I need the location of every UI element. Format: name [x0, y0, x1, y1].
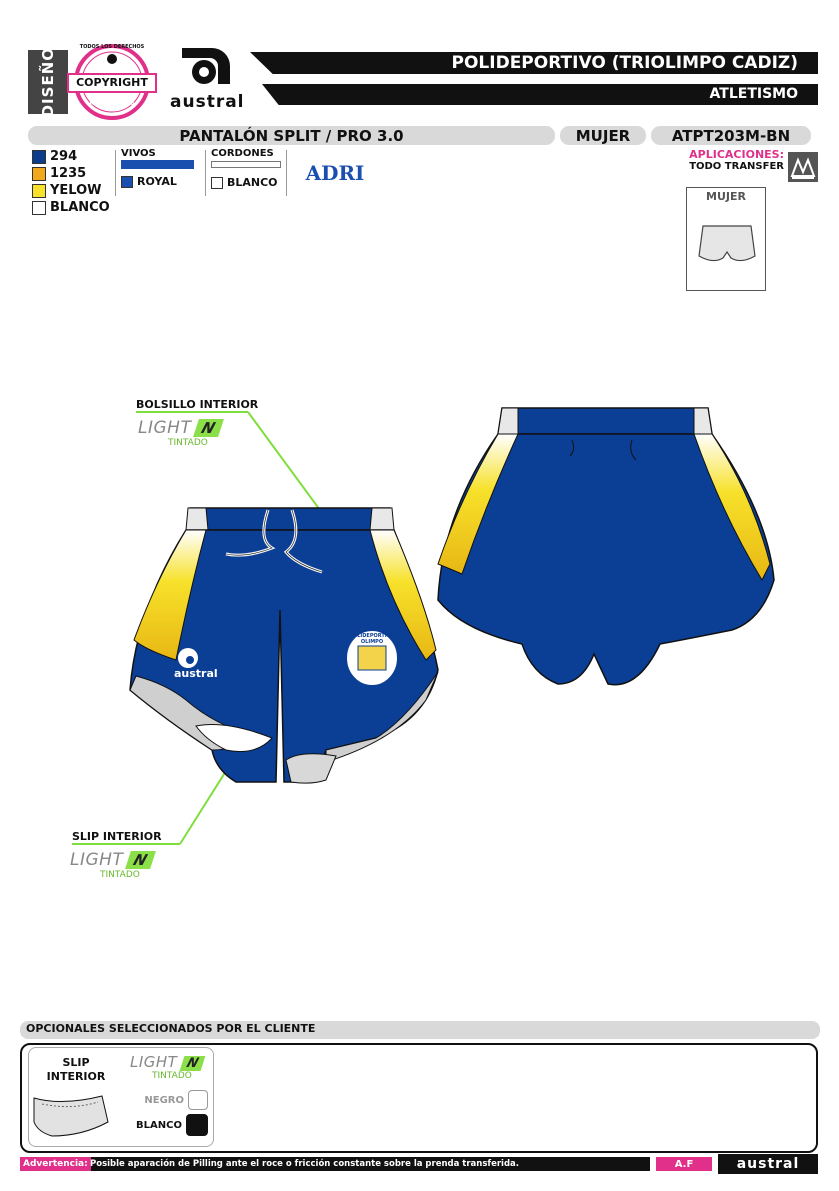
austral-mark-icon [182, 48, 230, 84]
opcionales-title: OPCIONALES SELECCIONADOS POR EL CLIENTE [26, 1022, 316, 1035]
vivos-block: VIVOS ROYAL [121, 148, 201, 190]
color-item: YELOW [32, 182, 116, 199]
bolsillo-underline [136, 411, 248, 413]
product-code: ATPT203M-BN [651, 126, 811, 145]
slip-fabric: LIGHT N TINTADO [70, 850, 180, 880]
option-blanco-checkbox[interactable] [186, 1114, 208, 1136]
divider [286, 150, 287, 196]
option-blanco[interactable]: BLANCO [134, 1114, 208, 1136]
footer-brand-bar: austral [718, 1154, 818, 1174]
aplicaciones-title: APLICACIONES: [689, 148, 784, 161]
initials-text: A.F [674, 1158, 694, 1170]
fabric-sub: TINTADO [100, 870, 140, 880]
color-item: 1235 [32, 165, 116, 182]
option-negro[interactable]: NEGRO [134, 1090, 208, 1110]
bolsillo-fabric: LIGHT N TINTADO [138, 418, 248, 448]
name-print: ADRI [296, 156, 374, 190]
opcionales-header [20, 1021, 820, 1039]
opcional-card [28, 1047, 214, 1147]
opcional-item-title: SLIP INTERIOR [46, 1056, 106, 1083]
transfer-icon [788, 152, 818, 182]
vivos-item: ROYAL [121, 173, 201, 190]
aplicaciones: APLICACIONES: TODO TRANSFER [660, 148, 784, 172]
copyright-bottom-text: RESERVADOS [89, 100, 135, 107]
cordones-item: BLANCO [211, 174, 283, 191]
diseno-tag: DISEÑO [28, 47, 68, 117]
slip-underline [72, 843, 180, 845]
slip-callout-title: SLIP INTERIOR [72, 830, 162, 843]
garment-logo: austral [174, 667, 218, 680]
product-gender: MUJER [560, 126, 646, 145]
cordones-swatch [211, 177, 223, 189]
footer-brand: austral [736, 1156, 800, 1172]
brand-logo: austral [170, 44, 245, 112]
option-negro-checkbox[interactable] [188, 1090, 208, 1110]
divider [205, 150, 206, 196]
color-list: 294 1235 YELOW BLANCO [32, 148, 116, 216]
aplicaciones-value: TODO TRANSFER [689, 161, 784, 172]
thumbnail: MUJER [686, 187, 766, 291]
vivos-title: VIVOS [121, 148, 156, 159]
sport-title: ATLETISMO [709, 86, 798, 102]
name-print-text: ADRI [305, 161, 365, 185]
cordones-bar [211, 161, 281, 168]
sport-bar [262, 84, 818, 105]
club-bar [250, 52, 818, 74]
divider [115, 150, 116, 196]
color-item: BLANCO [32, 199, 116, 216]
warning-text: Posible aparación de Pilling ante el roc… [90, 1159, 520, 1169]
slip-detail-icon [33, 1095, 109, 1137]
brand-wordmark: austral [170, 92, 245, 112]
fabric-light-text: LIGHT [70, 850, 124, 870]
option-negro-label: NEGRO [144, 1094, 184, 1106]
shorts-thumb-icon [698, 225, 756, 262]
color-swatch [32, 149, 46, 164]
cordones-block: CORDONES BLANCO [211, 148, 283, 191]
fabric-sub: TINTADO [168, 438, 208, 448]
shorts-front [129, 507, 439, 784]
initials-badge: A.F [656, 1157, 712, 1171]
bolsillo-callout-title: BOLSILLO INTERIOR [136, 398, 259, 411]
cordones-title: CORDONES [211, 148, 274, 159]
color-item: 294 [32, 148, 116, 165]
option-blanco-label: BLANCO [136, 1119, 182, 1131]
fabric-light-text: LIGHT [130, 1053, 178, 1071]
fabric-light-text: LIGHT [138, 418, 192, 438]
copyright-label: COPYRIGHT [76, 76, 148, 89]
shorts-back [437, 407, 775, 686]
fabric-sub: TINTADO [152, 1071, 192, 1081]
color-swatch [32, 166, 46, 181]
vivos-bar [121, 160, 194, 169]
thumbnail-label: MUJER [706, 190, 746, 203]
opcional-fabric: LIGHT N TINTADO [130, 1052, 220, 1081]
copyright-seal: TODOS LOS DERECHOS COPYRIGHT RESERVADOS [64, 44, 160, 120]
color-swatch [32, 183, 46, 198]
crest-text: POLIDEPORTIVO OLIMPO [349, 633, 395, 645]
fabric-n-badge: N [180, 1056, 206, 1071]
club-title: POLIDEPORTIVO (TRIOLIMPO CADIZ) [451, 53, 798, 73]
opcionales-panel [20, 1043, 818, 1153]
color-swatch [32, 200, 46, 215]
vivos-swatch [121, 176, 133, 188]
product-name: PANTALÓN SPLIT / PRO 3.0 [28, 126, 555, 145]
warning-label: Advertencia: [20, 1157, 91, 1171]
copyright-top-text: TODOS LOS DERECHOS [79, 44, 145, 50]
warning-bar [20, 1157, 650, 1171]
